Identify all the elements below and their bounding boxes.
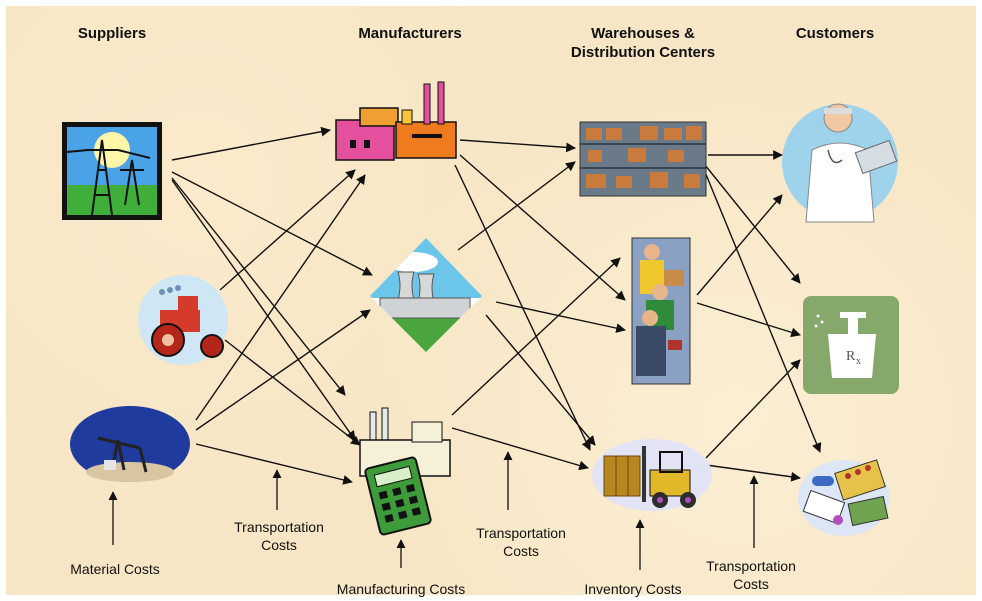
arrow-factory-to-people: [459, 154, 626, 301]
transport2-line1: Transportation: [476, 525, 566, 541]
transport1-line2: Costs: [261, 537, 297, 553]
arrow-calc-to-forklift: [451, 427, 589, 471]
arrow-tractor-to-factory: [219, 169, 356, 291]
transport1-line1: Transportation: [234, 519, 324, 535]
header-manufacturers: Manufacturers: [358, 25, 462, 42]
arrow-oil-to-plant: [195, 309, 371, 431]
transportation-costs-label-1: Transportation Costs: [214, 518, 344, 554]
transportation-costs-label-2: Transportation Costs: [456, 524, 586, 560]
transport3-line1: Transportation: [706, 558, 796, 574]
svg-text:R: R: [846, 349, 856, 364]
header-suppliers: Suppliers: [77, 25, 147, 42]
doctor-icon: [782, 103, 898, 223]
arrow-forklift-to-rx: [705, 359, 801, 459]
arrow-power-to-calc2: [171, 177, 346, 396]
svg-text:x: x: [856, 356, 861, 367]
pills-icon: [798, 459, 890, 536]
transport2-line2: Costs: [503, 543, 539, 559]
arrow-plant-to-people: [495, 301, 626, 333]
arrow-tractor-to-calc: [224, 339, 361, 446]
transportation-costs-label-3: Transportation Costs: [686, 557, 816, 593]
arrow-plant-to-warehouse: [457, 161, 576, 251]
oil-pump-icon: [70, 406, 190, 482]
arrow-warehouse-to-rx: [704, 164, 801, 284]
header-warehouses-line2: Distribution Centers: [570, 44, 716, 61]
workers-icon: [631, 237, 691, 385]
tractor-icon: [138, 275, 228, 365]
arrow-warehouse-to-pills: [704, 171, 822, 453]
power-plant-icon: [370, 238, 482, 352]
material-costs-label: Material Costs: [70, 561, 160, 577]
transport3-line2: Costs: [733, 576, 769, 592]
warehouse-shelves-icon: [579, 121, 707, 197]
arrow-people-to-rx: [696, 302, 801, 338]
header-warehouses-line1: Warehouses &: [591, 25, 695, 42]
arrow-forklift-to-pills: [705, 464, 801, 482]
arrow-power-to-calc: [171, 179, 356, 441]
arrow-calc-to-people: [451, 257, 621, 416]
arrow-plant-to-forklift: [485, 314, 596, 446]
arrow-power-to-factory: [171, 126, 331, 161]
forklift-icon: [592, 439, 712, 511]
factory-icon: [335, 81, 457, 161]
flow-arrows: [171, 126, 822, 485]
header-warehouses: Warehouses & Distribution Centers: [548, 24, 738, 62]
prescription-icon: R x: [803, 296, 899, 394]
inventory-costs-label: Inventory Costs: [584, 581, 682, 597]
arrow-people-to-doctor: [696, 194, 783, 296]
cost-arrows: [108, 451, 759, 570]
arrow-oil-to-factory: [195, 174, 366, 421]
power-tower-icon: [62, 122, 162, 220]
manufacturing-costs-label: Manufacturing Costs: [336, 581, 466, 597]
arrow-factory-to-warehouse: [459, 139, 576, 153]
arrow-oil-to-calc: [195, 443, 353, 485]
header-customers: Customers: [795, 25, 875, 42]
factory-calculator-icon: [359, 407, 451, 536]
arrow-power-to-plant: [171, 171, 373, 276]
